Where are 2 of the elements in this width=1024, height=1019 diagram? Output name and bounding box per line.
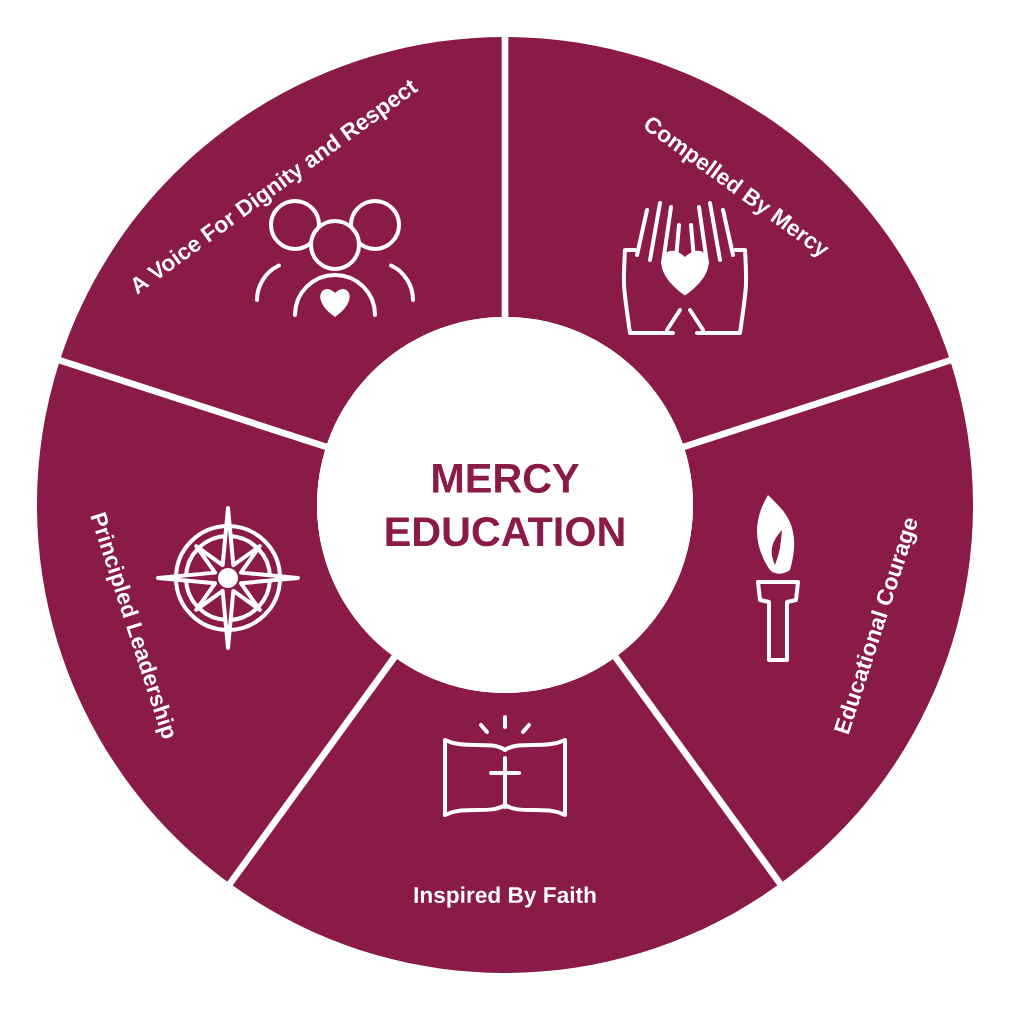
wheel-segment: Inspired By Faith — [229, 657, 781, 973]
node-label: Inspired By Faith — [414, 886, 596, 908]
